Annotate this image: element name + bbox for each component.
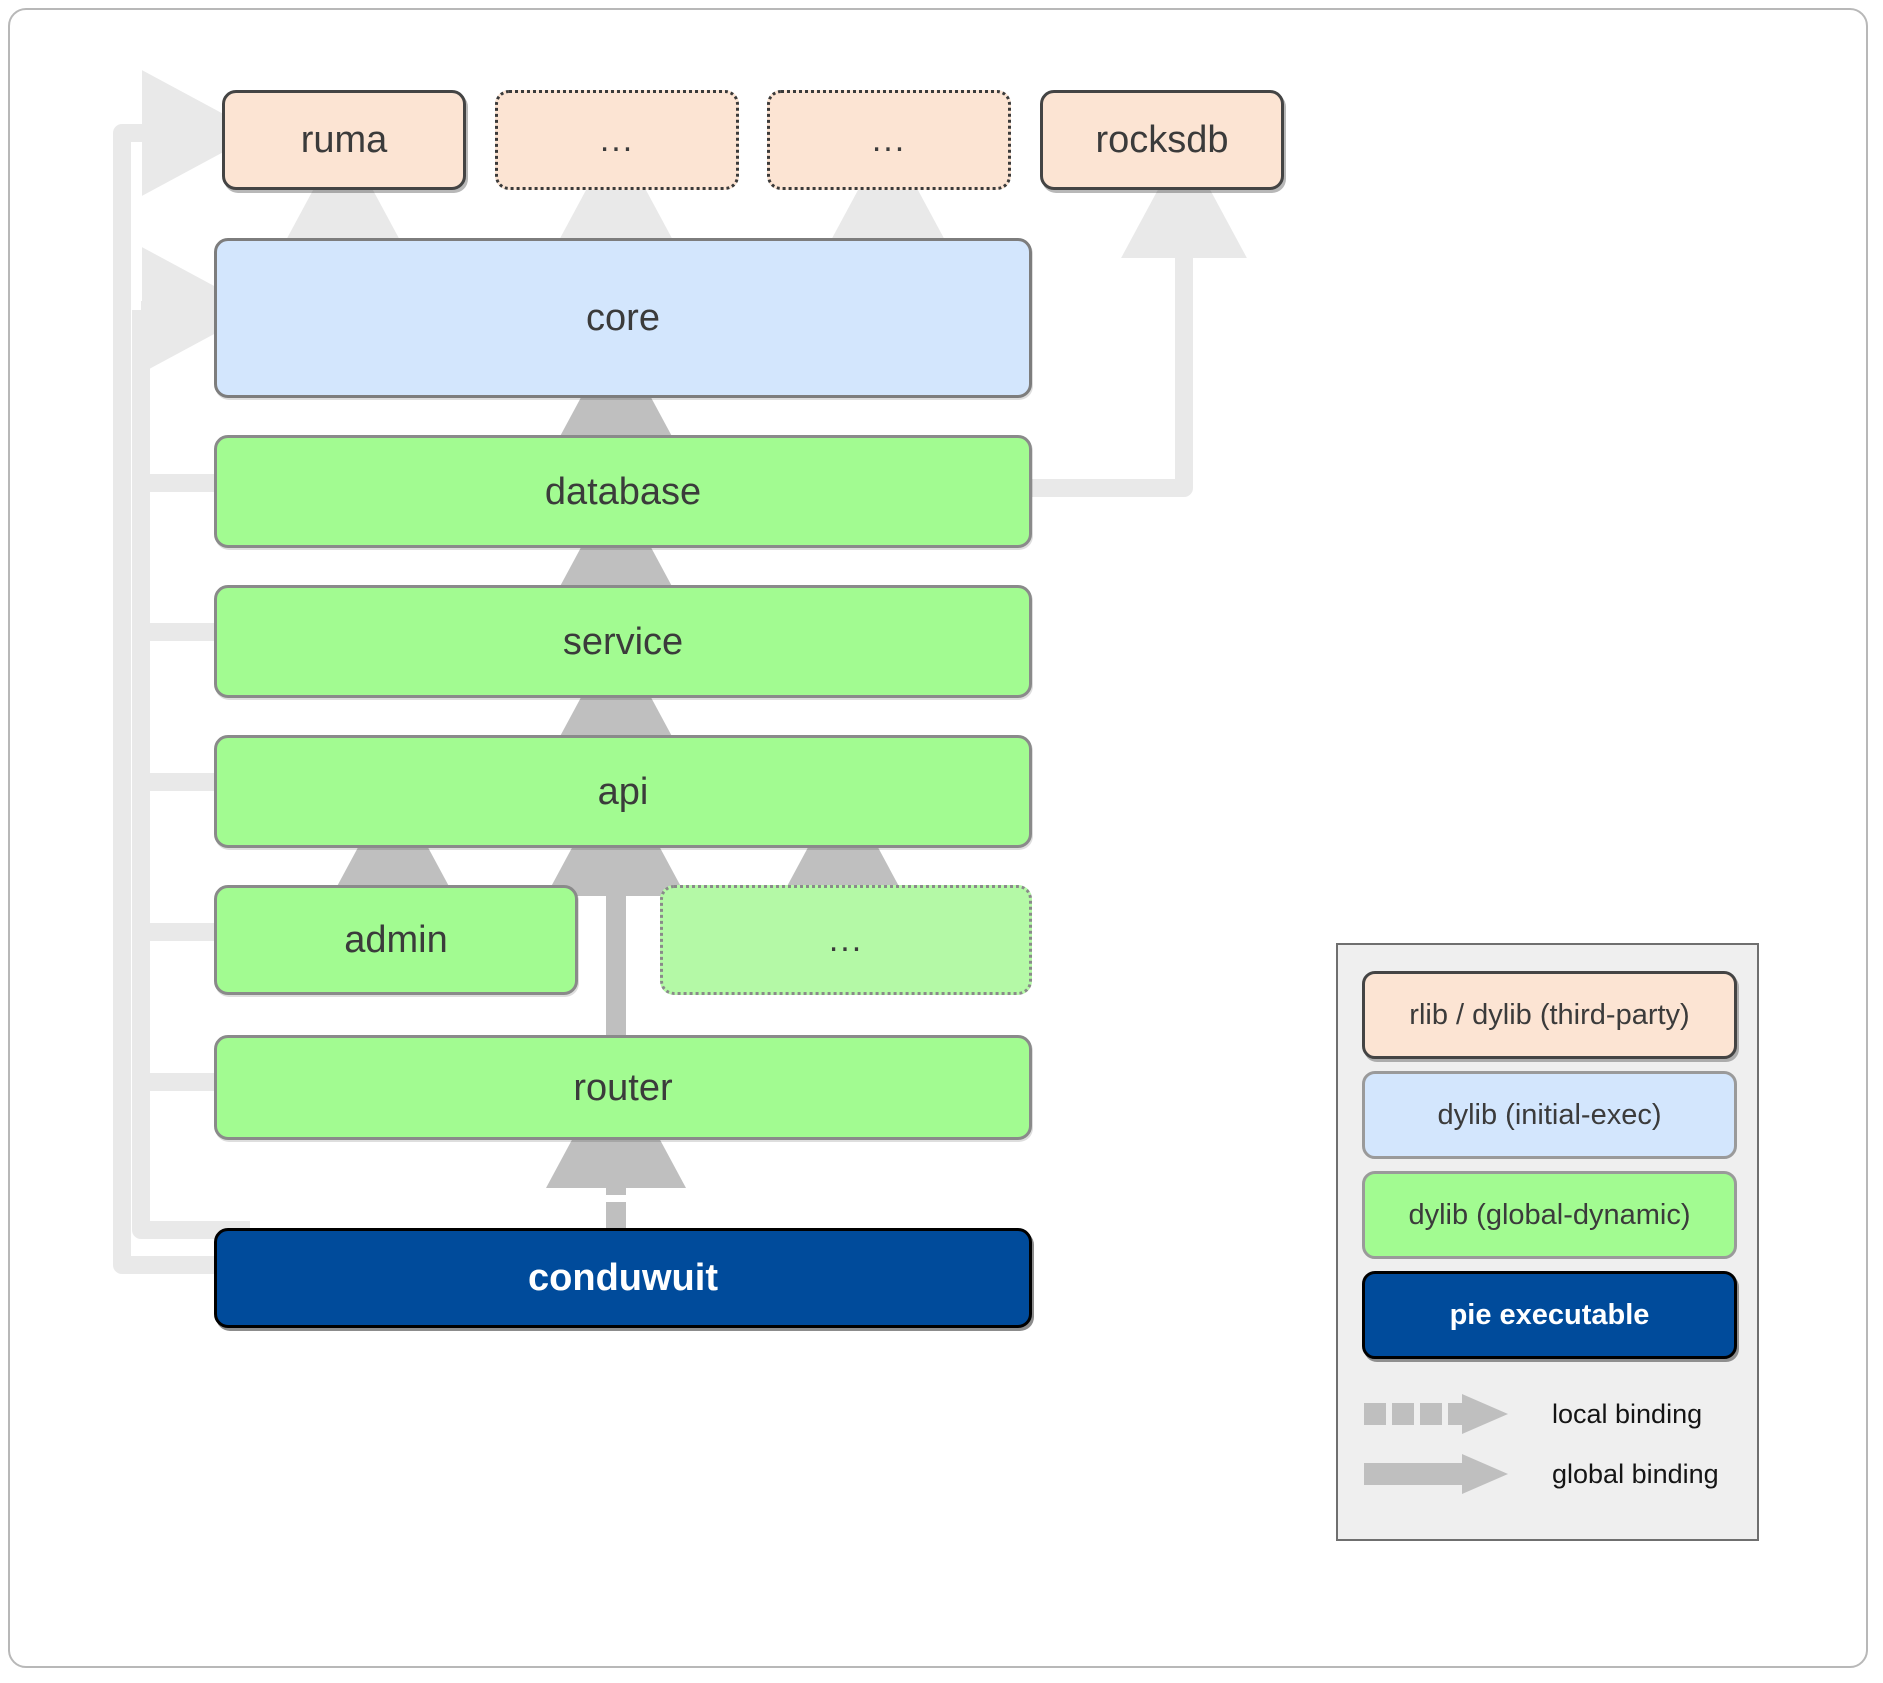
legend-arrow-label: global binding xyxy=(1552,1458,1719,1489)
node-router[interactable]: router xyxy=(214,1035,1032,1140)
node-api-ellipsis[interactable]: ... xyxy=(660,885,1032,995)
node-label: service xyxy=(562,620,684,663)
legend-panel: rlib / dylib (third-party) dylib (initia… xyxy=(1336,943,1759,1541)
node-label: conduwuit xyxy=(528,1257,718,1299)
legend-item-pie-executable: pie executable xyxy=(1362,1271,1737,1359)
local-binding-arrow-icon xyxy=(1364,1394,1508,1434)
legend-item-label: dylib (global-dynamic) xyxy=(1408,1198,1691,1231)
legend-item-label: dylib (initial-exec) xyxy=(1437,1098,1662,1131)
diagram-canvas: ruma ... ... rocksdb core database servi… xyxy=(8,8,1868,1668)
node-third-party-ellipsis-1[interactable]: ... xyxy=(495,90,739,190)
node-label: ruma xyxy=(300,119,388,161)
node-label: ... xyxy=(828,921,864,959)
edge-core-to-third-party xyxy=(287,134,944,239)
node-label: ... xyxy=(599,121,635,159)
node-label: api xyxy=(597,770,649,813)
node-label: core xyxy=(586,297,660,339)
global-binding-arrow-icon xyxy=(1364,1454,1508,1494)
node-admin[interactable]: admin xyxy=(214,885,578,995)
legend-arrow-global-binding: global binding xyxy=(1362,1445,1740,1503)
legend-item-initial-exec: dylib (initial-exec) xyxy=(1362,1071,1737,1159)
node-label: database xyxy=(544,470,702,513)
legend-item-global-dynamic: dylib (global-dynamic) xyxy=(1362,1171,1737,1259)
node-label: rocksdb xyxy=(1095,119,1229,161)
node-core[interactable]: core xyxy=(214,238,1032,398)
legend-arrow-local-binding: local binding xyxy=(1362,1385,1740,1443)
node-api[interactable]: api xyxy=(214,735,1032,848)
node-service[interactable]: service xyxy=(214,585,1032,698)
node-database[interactable]: database xyxy=(214,435,1032,548)
node-third-party-ellipsis-2[interactable]: ... xyxy=(767,90,1011,190)
node-label: ... xyxy=(871,121,907,159)
legend-arrow-label: local binding xyxy=(1552,1398,1703,1429)
legend-item-label: rlib / dylib (third-party) xyxy=(1409,998,1690,1031)
legend-item-third-party: rlib / dylib (third-party) xyxy=(1362,971,1737,1059)
node-label: admin xyxy=(344,919,448,961)
node-rocksdb[interactable]: rocksdb xyxy=(1040,90,1284,190)
legend-item-label: pie executable xyxy=(1449,1298,1650,1331)
node-ruma[interactable]: ruma xyxy=(222,90,466,190)
node-label: router xyxy=(573,1066,673,1109)
edge-database-to-rocksdb xyxy=(1032,141,1247,497)
node-conduwuit[interactable]: conduwuit xyxy=(214,1228,1032,1328)
